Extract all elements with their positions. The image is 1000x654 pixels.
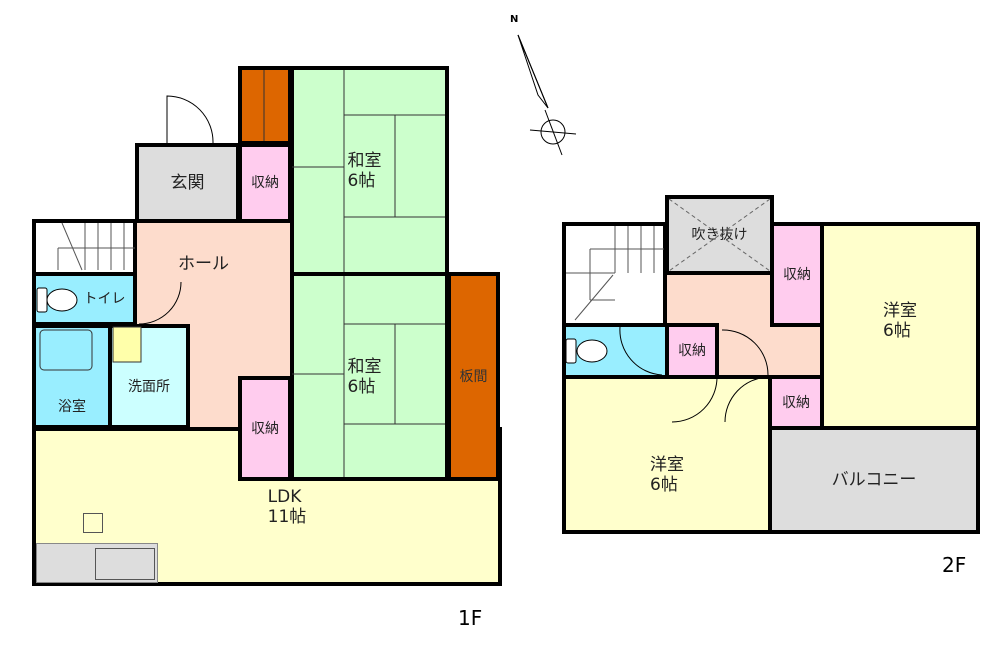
room-fukinuke-label: 吹き抜け [691,227,748,243]
room-washitsu-upper-label: 和室 6帖 [347,151,382,191]
room-western-left: 洋室 6帖 [562,375,772,534]
room-bath-label: 浴室 [58,398,86,415]
room-storage-mid-label: 収納 [678,343,706,359]
room-storage-upper: 収納 [238,143,292,223]
closet-orange [238,66,292,145]
stairs-1f[interactable] [32,219,137,276]
room-balcony-label: バルコニー [831,470,917,490]
entrance-door-icon [166,95,214,144]
room-itama: 板間 [447,272,500,481]
room-toilet-2f [562,323,669,379]
compass-icon [517,34,577,156]
room-storage-upper-label: 収納 [251,175,279,191]
room-washitsu-lower: 和室 6帖 [290,272,449,481]
floor-2-label: 2F [942,553,967,577]
room-hall-label: ホール [178,254,229,274]
room-washroom: 洗面所 [108,324,190,429]
room-western-right-label: 洋室 6帖 [883,301,917,341]
kitchen-counter [36,543,158,583]
room-storage-lower-label: 収納 [251,420,279,437]
room-toilet-label: トイレ [83,291,126,307]
room-genkan-label: 玄関 [170,173,205,193]
room-storage-top: 収納 [770,222,824,327]
room-washitsu-lower-label: 和室 6帖 [347,356,382,397]
room-toilet: トイレ [32,272,137,326]
compass-north-label: N [510,14,519,25]
room-ldk-label: LDK 11帖 [267,486,307,527]
room-storage-top-label: 収納 [783,266,811,283]
room-storage-lower-2f: 収納 [768,375,824,430]
room-bath: 浴室 [32,324,112,429]
stairs-2f[interactable] [562,222,667,327]
room-itama-label: 板間 [459,368,488,385]
room-storage-lower-2f-label: 収納 [782,394,810,411]
room-balcony: バルコニー [768,426,980,534]
room-storage-lower: 収納 [238,376,292,481]
room-western-right: 洋室 6帖 [820,222,980,430]
room-western-left-label: 洋室 6帖 [650,454,684,495]
room-fukinuke: 吹き抜け [665,195,774,275]
room-washitsu-upper: 和室 6帖 [290,66,449,276]
room-washroom-label: 洗面所 [128,378,170,395]
room-genkan: 玄関 [135,143,240,223]
room-storage-mid: 収納 [665,323,719,379]
floor-1-label: 1F [458,606,483,630]
fridge-space [83,513,103,533]
